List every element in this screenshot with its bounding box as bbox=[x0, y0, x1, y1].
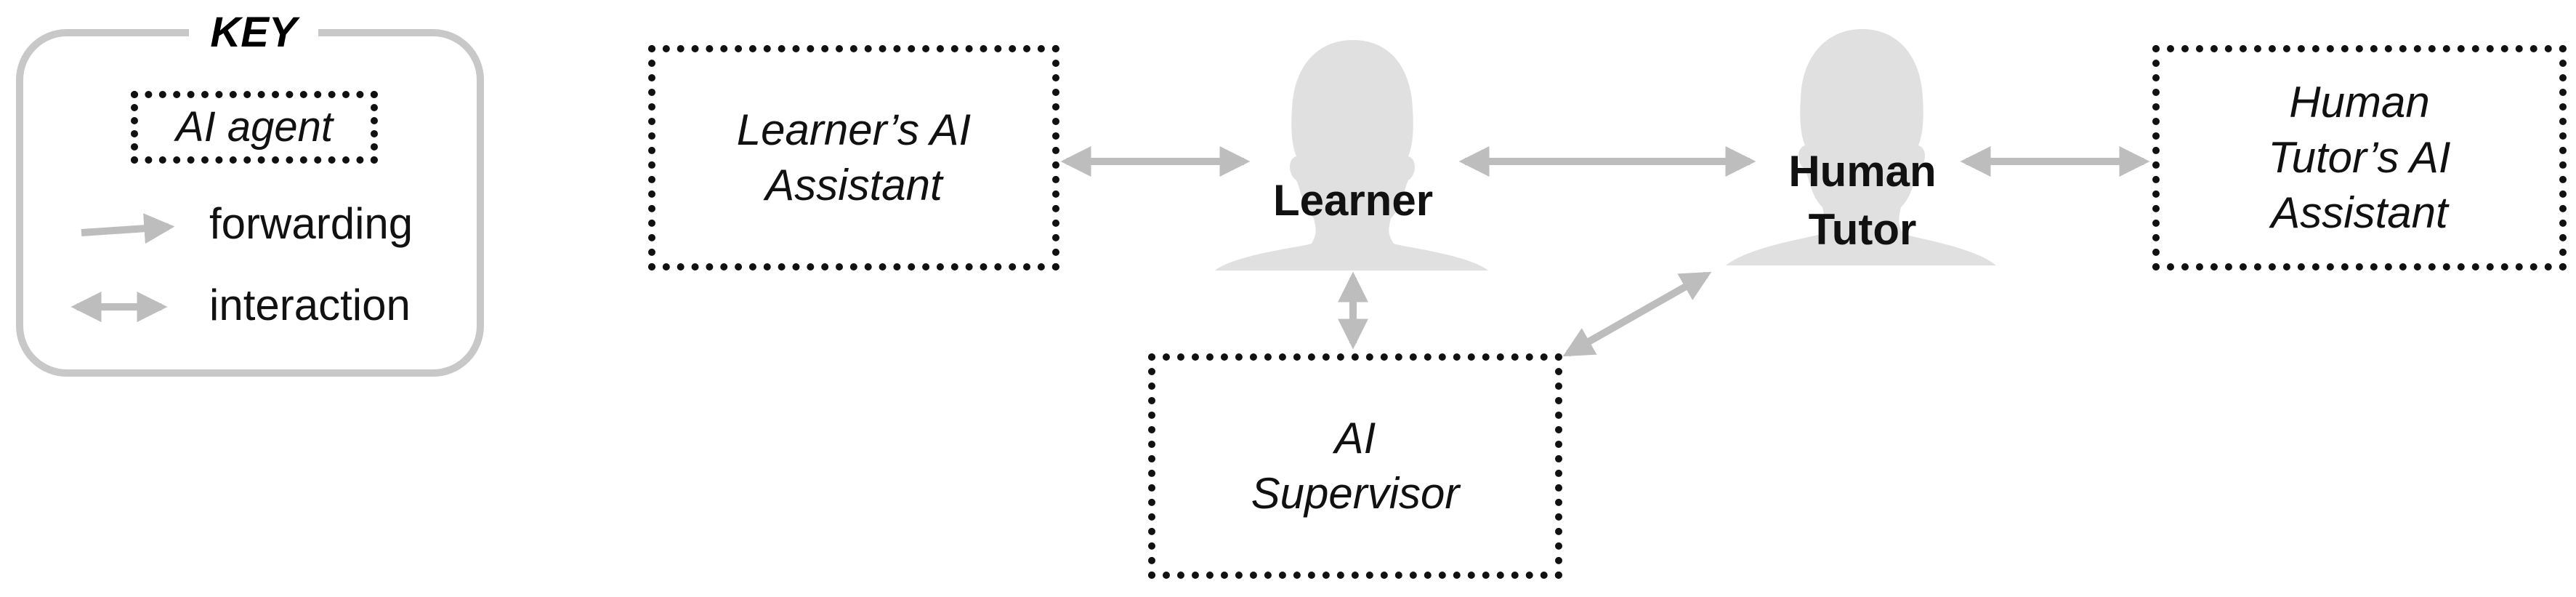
tutor-assistant-box: Human Tutor’s AI Assistant bbox=[2152, 45, 2567, 271]
human-tutor-silhouette-icon bbox=[1726, 29, 1996, 265]
key-interaction-label: interaction bbox=[209, 281, 411, 329]
supervisor-label: AI Supervisor bbox=[1251, 414, 1460, 518]
arrow-tutor-supervisor bbox=[1562, 271, 1712, 357]
key-forwarding-label: forwarding bbox=[209, 199, 413, 248]
supervisor-box: AI Supervisor bbox=[1148, 353, 1562, 579]
key-title: KEY bbox=[189, 4, 318, 61]
learner-assistant-box: Learner’s AI Assistant bbox=[648, 45, 1059, 271]
key-agent-sample: AI agent bbox=[131, 91, 378, 164]
human-tutor-label: Human Tutor bbox=[1788, 147, 1937, 254]
learner-assistant-label: Learner’s AI Assistant bbox=[736, 105, 972, 209]
tutor-assistant-label: Human Tutor’s AI Assistant bbox=[2268, 78, 2451, 237]
key-forwarding-arrow-icon bbox=[81, 213, 175, 244]
learner-silhouette-icon bbox=[1215, 40, 1488, 271]
learner-label: Learner bbox=[1272, 176, 1434, 225]
